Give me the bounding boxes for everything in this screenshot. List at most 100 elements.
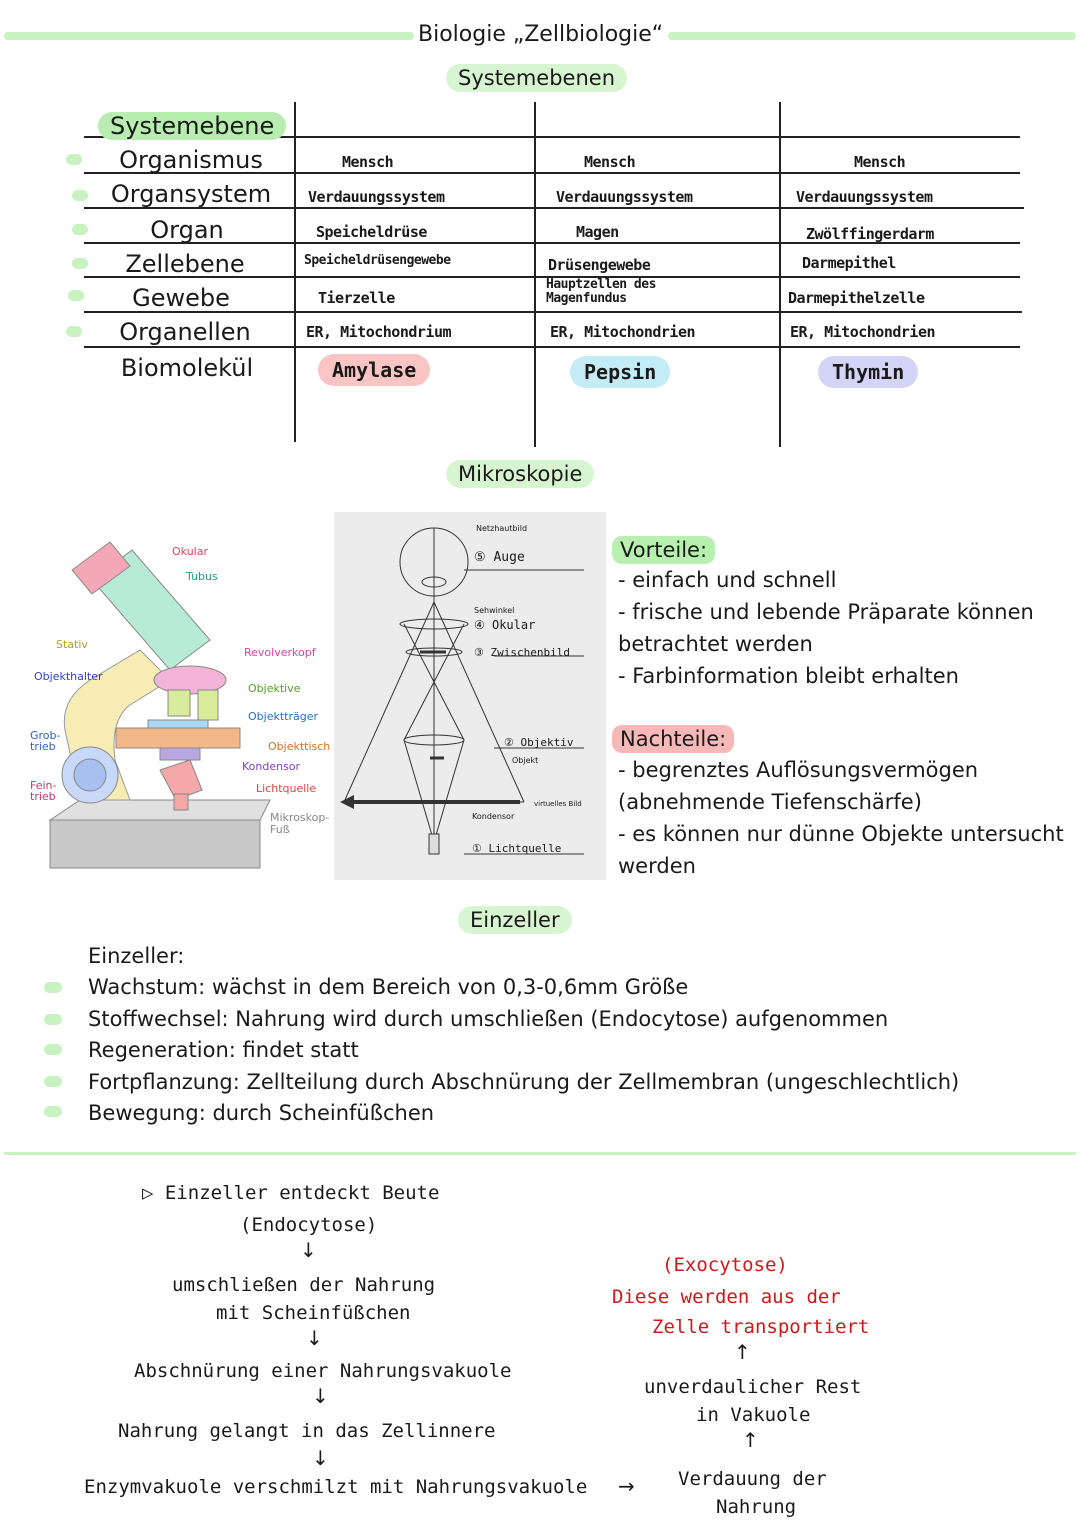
table-cell: Verdauungssystem <box>556 188 693 206</box>
table-rule <box>84 207 1024 209</box>
bullet-dot <box>44 1014 62 1025</box>
table-cell: Hauptzellen des Magenfundus <box>546 278 656 306</box>
nachteile-line: - es können nur dünne Objekte untersucht <box>618 822 1064 846</box>
section-divider <box>4 1152 1076 1155</box>
einzeller-item: Regeneration: findet statt <box>88 1038 359 1062</box>
microscope-illustration: Okular Tubus Stativ Revolverkopf Objekth… <box>20 530 340 880</box>
einzeller-item: Bewegung: durch Scheinfüßchen <box>88 1101 435 1125</box>
nachteile-line: (abnehmende Tiefenschärfe) <box>618 790 922 814</box>
flow-step-umschliessen: umschließen der Nahrung <box>172 1274 436 1296</box>
flow-exocytose-text: Zelle transportiert <box>652 1316 870 1338</box>
row-label-gewebe: Gewebe <box>132 284 230 312</box>
microscope-drawing <box>48 541 271 869</box>
flow-step-enzymvakuole: Enzymvakuole verschmilzt mit Nahrungsvak… <box>84 1476 588 1498</box>
row-label-organismus: Organismus <box>119 146 263 174</box>
table-cell: Speicheldrüse <box>316 223 427 241</box>
label-revolverkopf: Revolverkopf <box>244 646 316 659</box>
row-label-zellebene: Zellebene <box>125 250 245 278</box>
label-lichtquelle: Lichtquelle <box>256 782 317 795</box>
bullet-dot <box>72 258 88 269</box>
label-tubus: Tubus <box>186 570 218 583</box>
table-cell: Verdauungssystem <box>796 188 933 206</box>
flow-exocytose: (Exocytose) <box>662 1254 788 1276</box>
table-cell: ER, Mitochondrium <box>306 323 452 341</box>
table-rule <box>84 136 1020 138</box>
optics-label-sehwinkel: Sehwinkel <box>474 606 515 615</box>
arrow-right: → <box>618 1474 635 1498</box>
einzeller-item: Fortpflanzung: Zellteilung durch Abschnü… <box>88 1070 960 1094</box>
bullet-dot <box>66 154 82 165</box>
optics-diagram: Netzhautbild ⑤ Auge Sehwinkel ④ Okular ③… <box>334 512 606 880</box>
arrow-down: ↓ <box>312 1384 329 1408</box>
label-mikroskop-fuss: Mikroskop- Fuß <box>270 811 330 836</box>
table-rule <box>84 346 1020 348</box>
table-cell: Verdauungssystem <box>308 188 445 206</box>
section-title-systemebenen: Systemebenen <box>446 64 628 92</box>
row-label-organellen: Organellen <box>119 318 251 346</box>
row-label-biomolekuel: Biomolekül <box>120 354 254 382</box>
bullet-dot <box>72 190 88 201</box>
label-stativ: Stativ <box>56 638 88 651</box>
optics-label-lichtquelle: ① Lichtquelle <box>472 842 562 855</box>
label-objekttraeger: Objektträger <box>248 710 318 723</box>
row-label-organsystem: Organsystem <box>110 180 272 208</box>
label-kondensor: Kondensor <box>242 760 301 773</box>
table-cell: Drüsengewebe <box>548 256 651 274</box>
optics-label-okular: ④ Okular <box>474 618 536 632</box>
vorteile-line: - Farbinformation bleibt erhalten <box>618 664 959 688</box>
table-cell: Darmepithelzelle <box>788 289 925 307</box>
arrow-down: ↓ <box>312 1446 329 1470</box>
optics-label-virtuelles-bild: virtuelles Bild <box>534 800 582 808</box>
einzeller-item: Wachstum: wächst in dem Bereich von 0,3-… <box>88 975 689 999</box>
biomolecule-pepsin: Pepsin <box>570 356 671 388</box>
section-title-einzeller: Einzeller <box>458 906 572 934</box>
arrow-up: ↑ <box>734 1340 751 1364</box>
table-cell: Darmepithel <box>802 254 896 272</box>
header-bar-right <box>668 32 1076 40</box>
flow-step-zellinnere: Nahrung gelangt in das Zellinnere <box>118 1420 496 1442</box>
nachteile-line: - begrenztes Auflösungsvermögen <box>618 758 979 782</box>
optics-label-auge: ⑤ Auge <box>474 550 525 565</box>
flow-rest: unverdaulicher Rest <box>644 1376 862 1398</box>
table-cell: Speicheldrüsengewebe <box>304 253 451 268</box>
table-divider <box>779 102 781 447</box>
bullet-dot <box>72 224 88 235</box>
vorteile-line: betrachtet werden <box>618 632 813 656</box>
flow-step-scheinfuesschen: mit Scheinfüßchen <box>216 1302 411 1324</box>
table-cell: Zwölffingerdarm <box>806 225 934 243</box>
label-objekthalter: Objekthalter <box>34 670 103 683</box>
flow-verdauung-nahrung: Nahrung <box>716 1496 797 1518</box>
biomolecule-amylase: Amylase <box>318 354 431 386</box>
table-divider <box>294 102 296 442</box>
table-cell: Mensch <box>584 153 636 171</box>
optics-label-objekt: Objekt <box>512 756 539 765</box>
flow-verdauung: Verdauung der <box>678 1468 827 1490</box>
table-rule <box>84 311 1022 313</box>
vorteile-title: Vorteile: <box>612 536 716 564</box>
table-cell: Mensch <box>342 153 394 171</box>
bullet-dot <box>44 1106 62 1117</box>
table-rule <box>84 276 1020 278</box>
page-title: Biologie „Zellbiologie“ <box>418 22 664 47</box>
table-cell: ER, Mitochondrien <box>790 323 936 341</box>
bullet-dot <box>44 982 62 993</box>
label-objektive: Objektive <box>248 682 301 695</box>
optics-label-netzhautbild: Netzhautbild <box>476 524 528 533</box>
nachteile-title: Nachteile: <box>612 725 735 753</box>
table-cell: ER, Mitochondrien <box>550 323 696 341</box>
vorteile-line: - einfach und schnell <box>618 568 837 592</box>
bullet-dot <box>44 1076 62 1087</box>
flow-step-endocytose: (Endocytose) <box>240 1214 378 1236</box>
label-okular: Okular <box>172 545 208 558</box>
arrow-up: ↑ <box>742 1428 759 1452</box>
arrow-down: ↓ <box>300 1238 317 1262</box>
optics-label-zwischenbild: ③ Zwischenbild <box>474 646 570 659</box>
label-feintrieb: Fein- trieb <box>30 779 57 803</box>
table-rule <box>84 242 1020 244</box>
optics-label-kondensor: Kondensor <box>472 812 515 821</box>
section-title-mikroskopie: Mikroskopie <box>446 460 595 488</box>
label-objekttisch: Objekttisch <box>268 740 331 753</box>
header-bar-left <box>4 32 414 40</box>
nachteile-line: werden <box>618 854 696 878</box>
table-cell: Mensch <box>854 153 906 171</box>
